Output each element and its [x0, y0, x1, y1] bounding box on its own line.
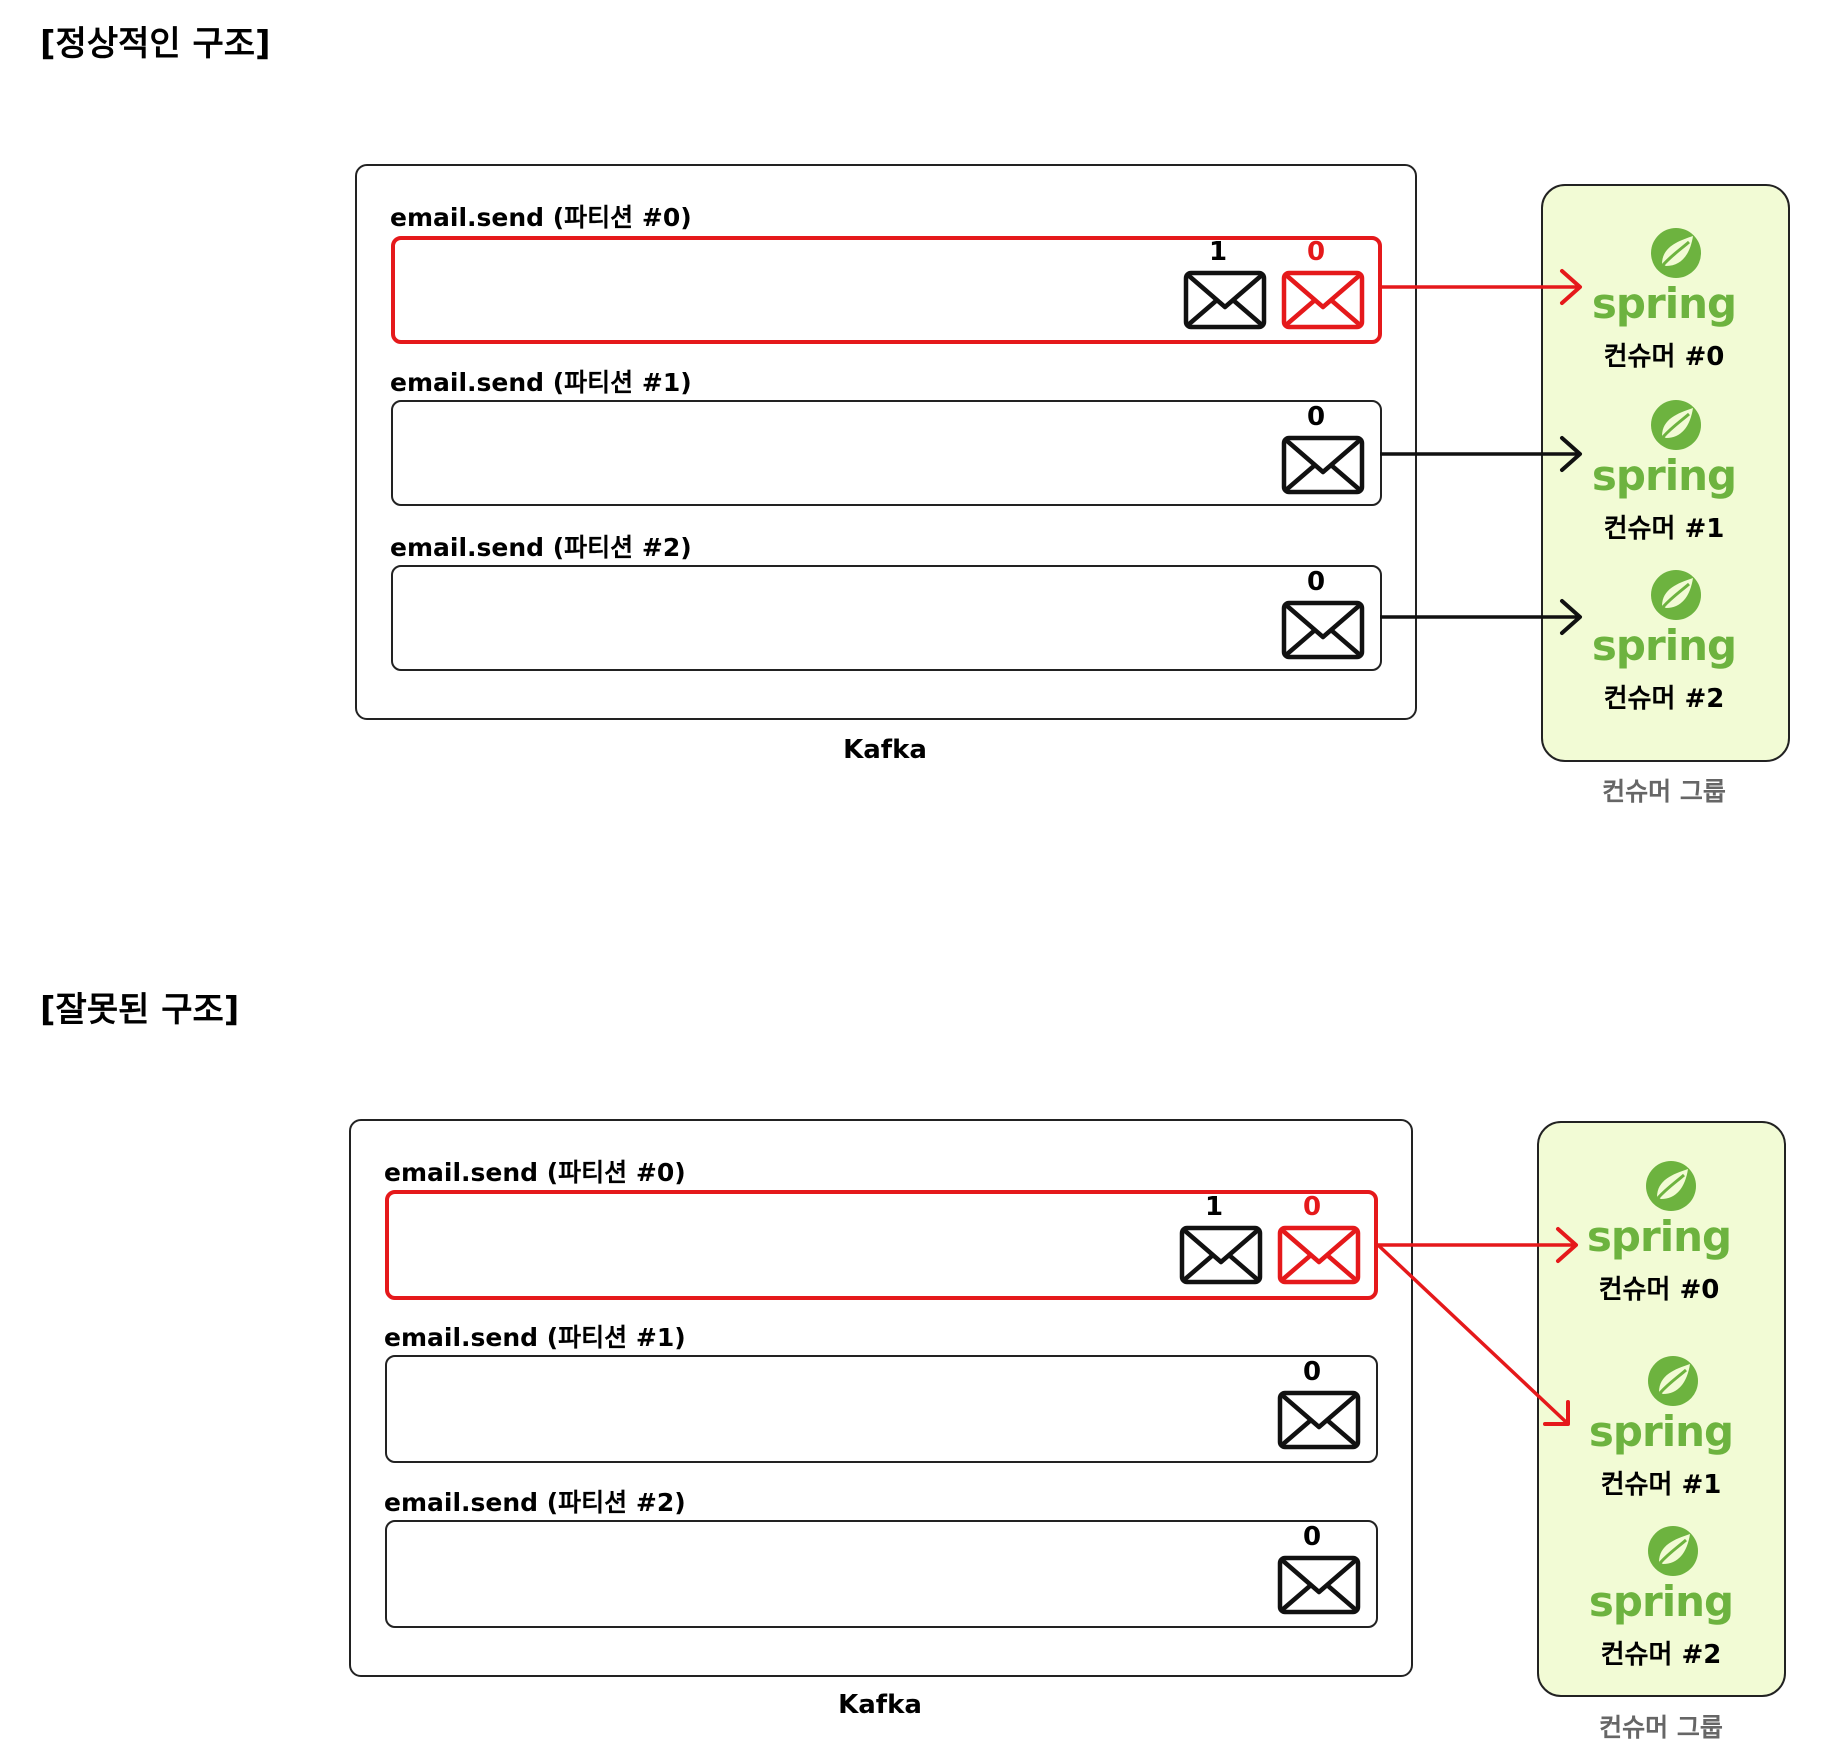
spring-logo-text: spring: [1588, 1407, 1734, 1456]
message: 1: [1172, 1193, 1256, 1221]
consumer-name: 컨슈머 #2: [1603, 684, 1725, 714]
message: 0: [1270, 1193, 1354, 1221]
message: 1: [1176, 238, 1260, 266]
consumer: spring 컨슈머 #0: [1554, 282, 1774, 373]
consumer: spring 컨슈머 #1: [1554, 454, 1774, 545]
kafka-label: Kafka: [843, 735, 927, 765]
section-title-normal: [정상적인 구조]: [40, 24, 271, 64]
consumer-name: 컨슈머 #1: [1603, 514, 1725, 544]
consumer-name: 컨슈머 #0: [1603, 342, 1725, 372]
message-offset: 0: [1302, 1357, 1322, 1387]
consumer-name: 컨슈머 #1: [1600, 1470, 1722, 1500]
message: 0: [1270, 1523, 1354, 1551]
consumer-name: 컨슈머 #2: [1600, 1640, 1722, 1670]
message-offset: 0: [1306, 237, 1326, 267]
partition-label: email.send (파티션 #1): [384, 1323, 686, 1352]
consumer: spring 컨슈머 #0: [1549, 1215, 1769, 1306]
spring-logo-text: spring: [1588, 1577, 1734, 1626]
partition-label: email.send (파티션 #0): [384, 1158, 686, 1187]
message: 0: [1274, 403, 1358, 431]
spring-logo-text: spring: [1586, 1212, 1732, 1261]
partition-box-1: [391, 400, 1382, 506]
message-offset: 0: [1302, 1522, 1322, 1552]
consumer: spring 컨슈머 #1: [1551, 1410, 1771, 1501]
consumer-group-label: 컨슈머 그룹: [1599, 1713, 1723, 1742]
consumer-group-box: [1541, 184, 1790, 762]
partition-label: email.send (파티션 #1): [390, 368, 692, 397]
consumer-name: 컨슈머 #0: [1598, 1275, 1720, 1305]
partition-box-1: [385, 1355, 1378, 1463]
message-offset: 0: [1306, 402, 1326, 432]
partition-label: email.send (파티션 #2): [384, 1488, 686, 1517]
spring-logo-text: spring: [1591, 451, 1737, 500]
consumer: spring 컨슈머 #2: [1551, 1580, 1771, 1671]
message-offset: 1: [1204, 1192, 1224, 1222]
partition-box-2: [385, 1520, 1378, 1628]
message-offset: 1: [1208, 237, 1228, 267]
message-offset: 0: [1302, 1192, 1322, 1222]
partition-label: email.send (파티션 #2): [390, 533, 692, 562]
consumer: spring 컨슈머 #2: [1554, 624, 1774, 715]
consumer-group-box: [1537, 1121, 1786, 1697]
message: 0: [1270, 1358, 1354, 1386]
section-title-wrong: [잘못된 구조]: [40, 990, 240, 1030]
partition-label: email.send (파티션 #0): [390, 203, 692, 232]
consumer-group-label: 컨슈머 그룹: [1602, 777, 1726, 806]
message: 0: [1274, 238, 1358, 266]
partition-box-2: [391, 565, 1382, 671]
spring-logo-text: spring: [1591, 621, 1737, 670]
message-offset: 0: [1306, 567, 1326, 597]
kafka-label: Kafka: [838, 1690, 922, 1720]
spring-logo-text: spring: [1591, 279, 1737, 328]
message: 0: [1274, 568, 1358, 596]
